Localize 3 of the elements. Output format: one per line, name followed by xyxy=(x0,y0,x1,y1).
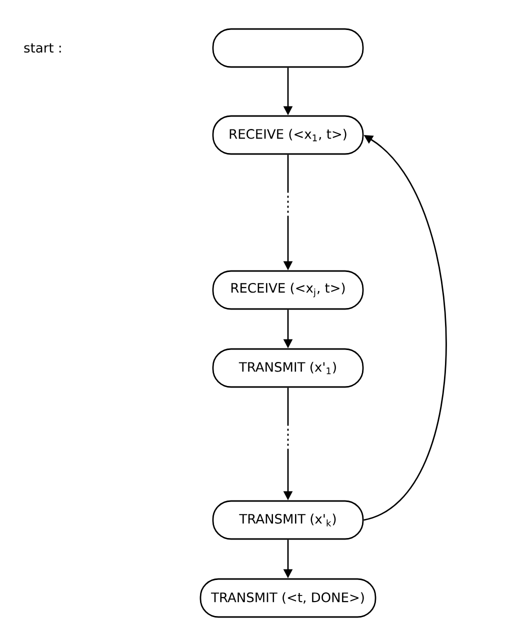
start-label: start : xyxy=(24,43,61,53)
rounded-box xyxy=(212,28,364,68)
curved-arrow xyxy=(363,135,447,521)
